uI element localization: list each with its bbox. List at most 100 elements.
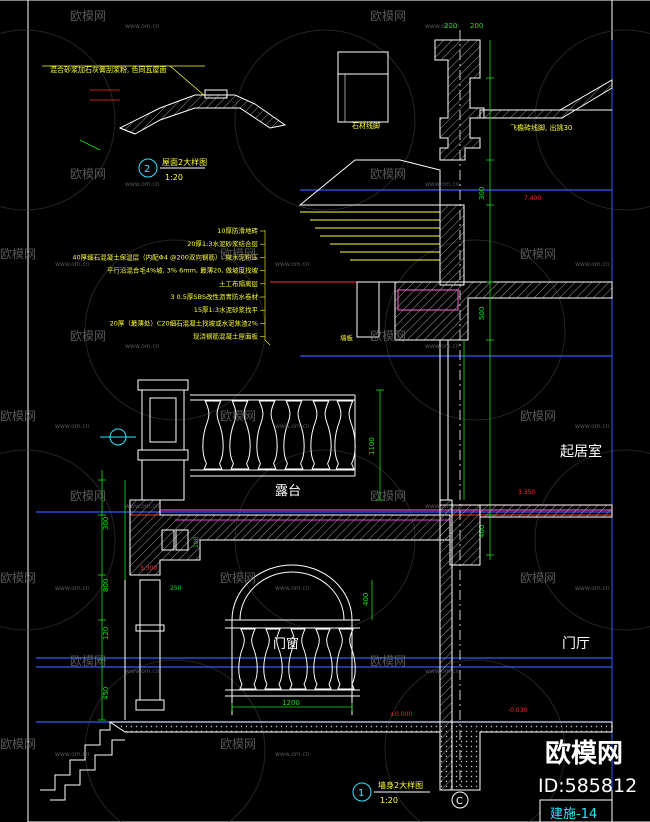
- watermark-site: www.om.cn: [275, 261, 310, 268]
- watermark-site: www.om.cn: [125, 343, 160, 350]
- floor-note-line: 土工布隔离层: [219, 279, 259, 288]
- watermark-site: www.om.cn: [55, 261, 90, 268]
- lower-pilaster: [124, 579, 165, 720]
- main-num: 1: [358, 788, 364, 799]
- sheet-number: 建施-14: [550, 807, 597, 822]
- terrace-slab: [129, 499, 613, 576]
- watermark-brand: 欧模网: [220, 409, 256, 423]
- watermark-site: www.om.cn: [275, 751, 310, 758]
- watermark-site: www.om.cn: [55, 751, 90, 758]
- elev-3300: 3.300: [140, 565, 157, 572]
- arch-window: [225, 564, 360, 715]
- watermark-brand: 欧模网: [0, 247, 36, 261]
- watermark-brand: 欧模网: [0, 737, 36, 751]
- watermark-brand: 欧模网: [70, 329, 106, 343]
- watermark-brand: 欧模网: [520, 247, 556, 261]
- dim-250: 250: [170, 585, 182, 592]
- watermark-site: www.om.cn: [55, 585, 90, 592]
- parapet-label: 墙板: [340, 333, 354, 342]
- watermark-brand: 欧模网: [520, 409, 556, 423]
- watermark-site: www.om.cn: [125, 23, 160, 30]
- baluster: [310, 400, 332, 470]
- floor-note-line: 平行沿混合毛4%坡, 3% 6mm, 最薄20, 做坡度找坡: [107, 266, 259, 275]
- dim-1200: 1200: [282, 699, 300, 707]
- floor-note-line: 40厚细石混凝土保温层（内配Φ4 @200双向钢筋）, 撒水泥粉压: [72, 252, 258, 261]
- dim-450: 450: [102, 687, 110, 700]
- baluster: [202, 400, 224, 470]
- elev-3350: 3.350: [518, 489, 535, 496]
- baluster: [313, 628, 333, 690]
- sheet-block: [539, 799, 613, 822]
- watermark-brand: 欧模网: [520, 571, 556, 585]
- baluster: [229, 400, 251, 470]
- floor-note-line: 15厚1:3水泥砂浆找平: [194, 305, 259, 314]
- terrace-label: 露台: [275, 484, 301, 499]
- detail2-scale: 1:20: [165, 173, 183, 182]
- watermark-site: www.om.cn: [55, 423, 90, 430]
- dim-400-r: 400: [478, 525, 486, 538]
- watermark-brand: 欧模网: [70, 9, 106, 23]
- window-dims: [231, 580, 373, 711]
- dim-220: 220: [444, 22, 457, 30]
- elevation-lines: [130, 281, 612, 516]
- watermark-brand: 欧模网: [370, 329, 406, 343]
- baluster: [238, 628, 258, 690]
- axis-label: C: [456, 796, 463, 807]
- watermark-brand: 欧模网: [220, 247, 256, 261]
- watermark-site: www.om.cn: [425, 181, 460, 188]
- cornice-section: [298, 39, 613, 500]
- watermark-brand: 欧模网: [70, 654, 106, 668]
- watermark-site: www.om.cn: [275, 585, 310, 592]
- dim-100: 100: [193, 536, 200, 548]
- watermark-site: www.om.cn: [425, 503, 460, 510]
- dim-1100: 1100: [368, 437, 376, 455]
- dim-120: 120: [102, 627, 110, 640]
- dim-200: 200: [470, 22, 483, 30]
- baluster: [283, 400, 305, 470]
- floor-note-line: 现浇钢筋混凝土屋面板: [193, 332, 259, 341]
- watermark-site: www.om.cn: [575, 423, 610, 430]
- watermark-brand: 欧模网: [70, 489, 106, 503]
- balusters-lower: [238, 628, 356, 690]
- dim-500: 500: [478, 307, 486, 320]
- baluster: [263, 628, 283, 690]
- elev-000: ±0.000: [390, 711, 412, 718]
- id-watermark: ID:585812: [538, 775, 637, 797]
- dim-800: 800: [102, 579, 110, 592]
- wall-note: 飞檐砖线脚, 出挑30: [510, 123, 572, 132]
- floor-note-line: 20厚（最薄处）C20细石混凝土找坡或水泥焦渣2%: [110, 318, 258, 327]
- baluster: [334, 400, 356, 470]
- watermark-brand: 欧模网: [370, 167, 406, 181]
- main-title: 墙身2大样图: [378, 780, 423, 790]
- door-window-label: 门窗: [273, 636, 299, 652]
- elev-m030: -0.030: [508, 707, 528, 714]
- watermark-site: www.om.cn: [275, 423, 310, 430]
- balustrade-upper: [137, 379, 356, 501]
- watermark-site: www.om.cn: [125, 181, 160, 188]
- floor-note-line: 10厚防滑地砖: [217, 226, 258, 235]
- roof-ridge-detail: [42, 65, 287, 178]
- elev-7400: 7.400: [524, 195, 541, 202]
- detail2-title: 屋面2大样图: [162, 157, 207, 167]
- watermark-site: www.om.cn: [425, 23, 460, 30]
- hall-label: 门厅: [562, 636, 590, 652]
- ground-slab: [40, 499, 613, 801]
- watermark-brand: 欧模网: [370, 654, 406, 668]
- floor-note-leaders: [264, 230, 271, 346]
- main-title-block: [352, 782, 469, 809]
- floor-note-list: 10厚防滑地砖 20厚1:3水泥砂浆结合层 40厚细石混凝土保温层（内配Φ4 @20…: [72, 226, 265, 341]
- watermark-brand: 欧模网: [0, 571, 36, 585]
- floor-note-line: 20厚1:3水泥砂浆结合层: [187, 239, 258, 248]
- floor-note-line: 3 0.5厚SBS改性沥青防水卷材: [170, 292, 258, 301]
- detail2-num: 2: [144, 164, 150, 175]
- brand-watermark: 欧模网: [545, 738, 623, 769]
- watermark-site: www.om.cn: [425, 343, 460, 350]
- living-room-label: 起居室: [560, 443, 602, 460]
- watermark-site: www.om.cn: [575, 261, 610, 268]
- section-marker: [100, 428, 136, 446]
- dim-400-w: 400: [362, 593, 370, 606]
- watermark-brand: 欧模网: [370, 9, 406, 23]
- stone-label: 石材线脚: [352, 121, 380, 130]
- detail2-note: 混合砂浆加石灰膏刮浆粉, 色同瓦屋面: [50, 65, 166, 74]
